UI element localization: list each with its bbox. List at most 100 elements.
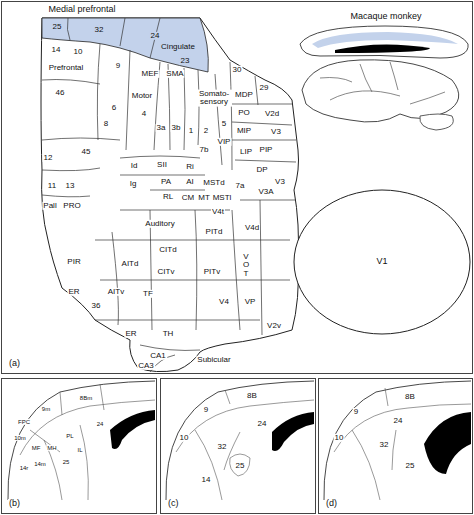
area-label: Motor xyxy=(131,92,153,100)
area-label: PITd xyxy=(205,228,224,236)
area-label: Auditory xyxy=(144,220,175,228)
area-label: 32 xyxy=(94,26,105,34)
area-boundary xyxy=(334,388,471,500)
area-label: V4 xyxy=(218,298,230,306)
area-label: 10 xyxy=(73,48,84,56)
area-label: PIP xyxy=(259,146,274,154)
flat-map-outline xyxy=(41,18,299,372)
area-label: FPC xyxy=(17,419,31,425)
area-label: 3a xyxy=(156,124,167,132)
area-label: 10 xyxy=(334,434,345,442)
area-label: V4t xyxy=(211,208,225,216)
area-label: 14 xyxy=(51,46,62,54)
area-label: AITv xyxy=(107,288,125,296)
area-label: CA3 xyxy=(137,362,155,370)
area-label: V3 xyxy=(274,178,286,186)
area-label: 29 xyxy=(259,84,270,92)
area-label: 24 xyxy=(257,420,268,428)
area-label: 25 xyxy=(235,462,246,470)
area-label: 24 xyxy=(393,417,404,425)
inset-lateral-brain xyxy=(302,60,459,122)
area-label: 1 xyxy=(188,127,194,135)
area-label: V3 xyxy=(270,128,282,136)
area-label: 14r xyxy=(19,465,30,471)
area-label: V3A xyxy=(257,188,274,196)
area-label: Prefrontal xyxy=(48,64,85,72)
subcallosal-area xyxy=(230,454,250,476)
area-label: 9 xyxy=(353,408,359,416)
area-boundary xyxy=(176,390,314,500)
figure-panel: (d) xyxy=(318,378,473,514)
area-label: 9 xyxy=(115,62,121,70)
area-label: TF xyxy=(142,290,154,298)
area-label: 11 xyxy=(47,182,57,190)
area-label: CM xyxy=(181,194,195,202)
area-label: 25 xyxy=(52,23,63,31)
area-label: LIP xyxy=(239,148,253,156)
area-label: ER xyxy=(67,288,80,296)
area-label: V1 xyxy=(375,257,388,266)
area-label: 9 xyxy=(203,406,209,414)
area-label: 32 xyxy=(217,443,228,451)
area-label: 10m xyxy=(13,435,27,441)
panel-letter: (a) xyxy=(8,359,21,369)
area-label: PIR xyxy=(66,258,81,266)
area-label: 8B xyxy=(246,392,258,400)
area-label: Subicular xyxy=(196,356,231,364)
area-label: 23 xyxy=(180,57,191,65)
area-label: 3b xyxy=(171,124,182,132)
area-label: V O T xyxy=(241,253,251,278)
figure-panel: (c) xyxy=(160,378,316,514)
area-label: MT xyxy=(197,194,211,202)
area-label: 12 xyxy=(43,154,54,162)
area-label: CA1 xyxy=(149,352,167,360)
corpus-callosum xyxy=(424,412,471,474)
medial-hemisphere xyxy=(166,381,314,500)
area-label: Medial prefrontal xyxy=(47,5,116,14)
area-label: 8Bm xyxy=(79,395,93,401)
area-label: CITv xyxy=(157,268,176,276)
area-label: 25 xyxy=(62,459,71,465)
area-label: V4d xyxy=(244,224,260,232)
area-label: AITd xyxy=(121,260,140,268)
area-label: 8B xyxy=(404,393,416,401)
area-label: 7b xyxy=(199,146,210,154)
area-label: MSTl xyxy=(212,194,233,202)
corpus-callosum xyxy=(272,412,314,451)
area-label: 24 xyxy=(96,421,105,427)
area-boundary xyxy=(42,18,296,372)
area-label: PO xyxy=(237,109,251,117)
area-label: 46 xyxy=(55,89,66,97)
area-label: Cingulate xyxy=(160,43,196,51)
area-label: Somato- sensory xyxy=(196,90,232,107)
area-label: VIP xyxy=(217,138,232,146)
area-label: 6 xyxy=(111,104,117,112)
inset-callosum xyxy=(335,44,430,53)
area-label: 36 xyxy=(91,302,102,310)
area-label: AI xyxy=(185,178,195,186)
v1-lobe xyxy=(294,190,470,334)
area-label: 10 xyxy=(179,434,190,442)
area-label: Id xyxy=(130,162,139,170)
area-label: 9m xyxy=(41,406,51,412)
area-label: MEF xyxy=(141,70,160,78)
area-label: IL xyxy=(76,447,83,453)
area-boundary xyxy=(20,384,155,500)
area-label: 30 xyxy=(232,66,243,74)
panel-letter: (d) xyxy=(325,499,338,509)
area-label: V2v xyxy=(266,322,282,330)
area-label: RL xyxy=(162,193,174,201)
area-label: DP xyxy=(255,166,268,174)
medial-hemisphere xyxy=(324,381,471,500)
area-label: ER xyxy=(124,330,137,338)
corpus-callosum xyxy=(110,410,155,449)
panel-letter: (c) xyxy=(167,499,180,509)
cingulate-band xyxy=(42,18,208,72)
area-label: TH xyxy=(162,330,175,338)
area-label: SMA xyxy=(165,70,184,78)
area-label: MH xyxy=(46,445,57,451)
area-label: MDP xyxy=(234,91,254,99)
medial-hemisphere xyxy=(8,381,155,500)
area-label: 25 xyxy=(405,462,416,470)
inset-medial-hemisphere xyxy=(300,26,468,58)
